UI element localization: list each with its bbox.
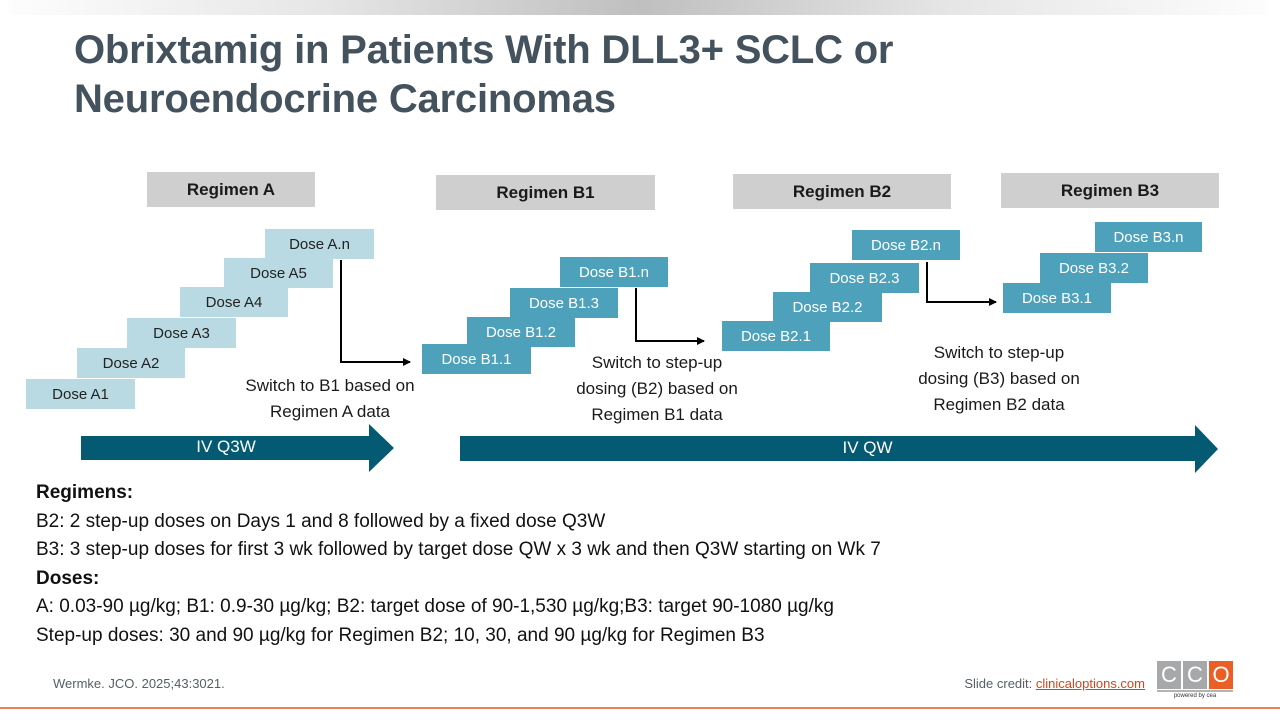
footer-accent-line xyxy=(0,707,1280,709)
dose-b1-1: Dose B1.1 xyxy=(422,344,531,374)
note-line: Switch to step-up xyxy=(591,353,723,372)
connector-b2-to-b3 xyxy=(926,262,997,306)
schedule-label-q3w: IV Q3W xyxy=(196,437,256,456)
regimen-b3-header: Regimen B3 xyxy=(1001,173,1219,208)
regimen-b2-header: Regimen B2 xyxy=(733,174,951,209)
note-line: Regimen B2 data xyxy=(933,395,1065,414)
transition-note-b1-b2: Switch to step-up dosing (B2) based on R… xyxy=(547,350,767,428)
transition-note-b2-b3: Switch to step-up dosing (B3) based on R… xyxy=(889,340,1109,418)
dose-detail-line: Step-up doses: 30 and 90 µg/kg for Regim… xyxy=(36,624,765,646)
note-line: Regimen B1 data xyxy=(591,405,723,424)
dose-b2-2: Dose B2.2 xyxy=(773,292,882,322)
dose-a2: Dose A2 xyxy=(77,348,185,378)
top-gradient-bar xyxy=(8,0,1268,15)
cco-logo: C C O powered by cea xyxy=(1157,661,1233,705)
dose-a4: Dose A4 xyxy=(180,287,288,317)
dose-a5: Dose A5 xyxy=(224,258,333,288)
details-text: Regimens: B2: 2 step-up doses on Days 1 … xyxy=(36,479,1186,651)
connector-b1-to-b2 xyxy=(635,288,705,345)
dose-b3-2: Dose B3.2 xyxy=(1040,253,1148,283)
credit-link[interactable]: clinicaloptions.com xyxy=(1035,676,1145,691)
slide-title: Obrixtamig in Patients With DLL3+ SCLC o… xyxy=(74,26,1174,124)
regimen-b1-header: Regimen B1 xyxy=(436,175,655,210)
note-line: dosing (B3) based on xyxy=(918,369,1080,388)
connector-a-to-b1 xyxy=(340,260,411,366)
logo-letter-c2: C xyxy=(1183,661,1207,689)
schedule-label-qw: IV QW xyxy=(842,438,893,457)
regimens-heading: Regimens: xyxy=(36,482,134,503)
slide-credit: Slide credit: clinicaloptions.com xyxy=(964,676,1145,691)
regimen-detail-line: B3: 3 step-up doses for first 3 wk follo… xyxy=(36,539,881,561)
credit-label: Slide credit: xyxy=(964,676,1033,691)
dose-a1: Dose A1 xyxy=(26,379,135,409)
regimen-detail-line: B2: 2 step-up doses on Days 1 and 8 foll… xyxy=(36,510,606,532)
dose-b3-1: Dose B3.1 xyxy=(1003,283,1111,313)
dose-b1-n: Dose B1.n xyxy=(560,257,668,287)
title-line-1: Obrixtamig in Patients With DLL3+ SCLC o… xyxy=(74,28,894,72)
dose-b2-3: Dose B2.3 xyxy=(810,263,919,293)
dose-b2-n: Dose B2.n xyxy=(852,230,960,260)
citation: Wermke. JCO. 2025;43:3021. xyxy=(53,676,225,691)
dose-b3-n: Dose B3.n xyxy=(1095,222,1202,252)
note-line: Switch to step-up xyxy=(933,343,1065,362)
dose-detail-line: A: 0.03-90 µg/kg; B1: 0.9-30 µg/kg; B2: … xyxy=(36,596,834,618)
dose-b1-2: Dose B1.2 xyxy=(467,317,575,347)
transition-note-a-b1: Switch to B1 based on Regimen A data xyxy=(220,373,440,425)
note-line: dosing (B2) based on xyxy=(576,379,738,398)
note-line: Switch to B1 based on xyxy=(245,376,415,395)
doses-heading: Doses: xyxy=(36,567,100,589)
logo-tagline: powered by cea xyxy=(1173,693,1217,699)
dose-a-n: Dose A.n xyxy=(265,229,374,259)
dose-a3: Dose A3 xyxy=(127,318,236,348)
logo-letter-c1: C xyxy=(1157,661,1181,689)
title-line-2: Neuroendocrine Carcinomas xyxy=(74,77,616,121)
note-line: Regimen A data xyxy=(269,402,391,421)
dose-b1-3: Dose B1.3 xyxy=(510,288,618,318)
regimen-a-header: Regimen A xyxy=(147,172,315,207)
logo-underline xyxy=(1157,690,1233,692)
logo-letter-o: O xyxy=(1209,661,1233,689)
dose-b2-1: Dose B2.1 xyxy=(722,321,830,351)
